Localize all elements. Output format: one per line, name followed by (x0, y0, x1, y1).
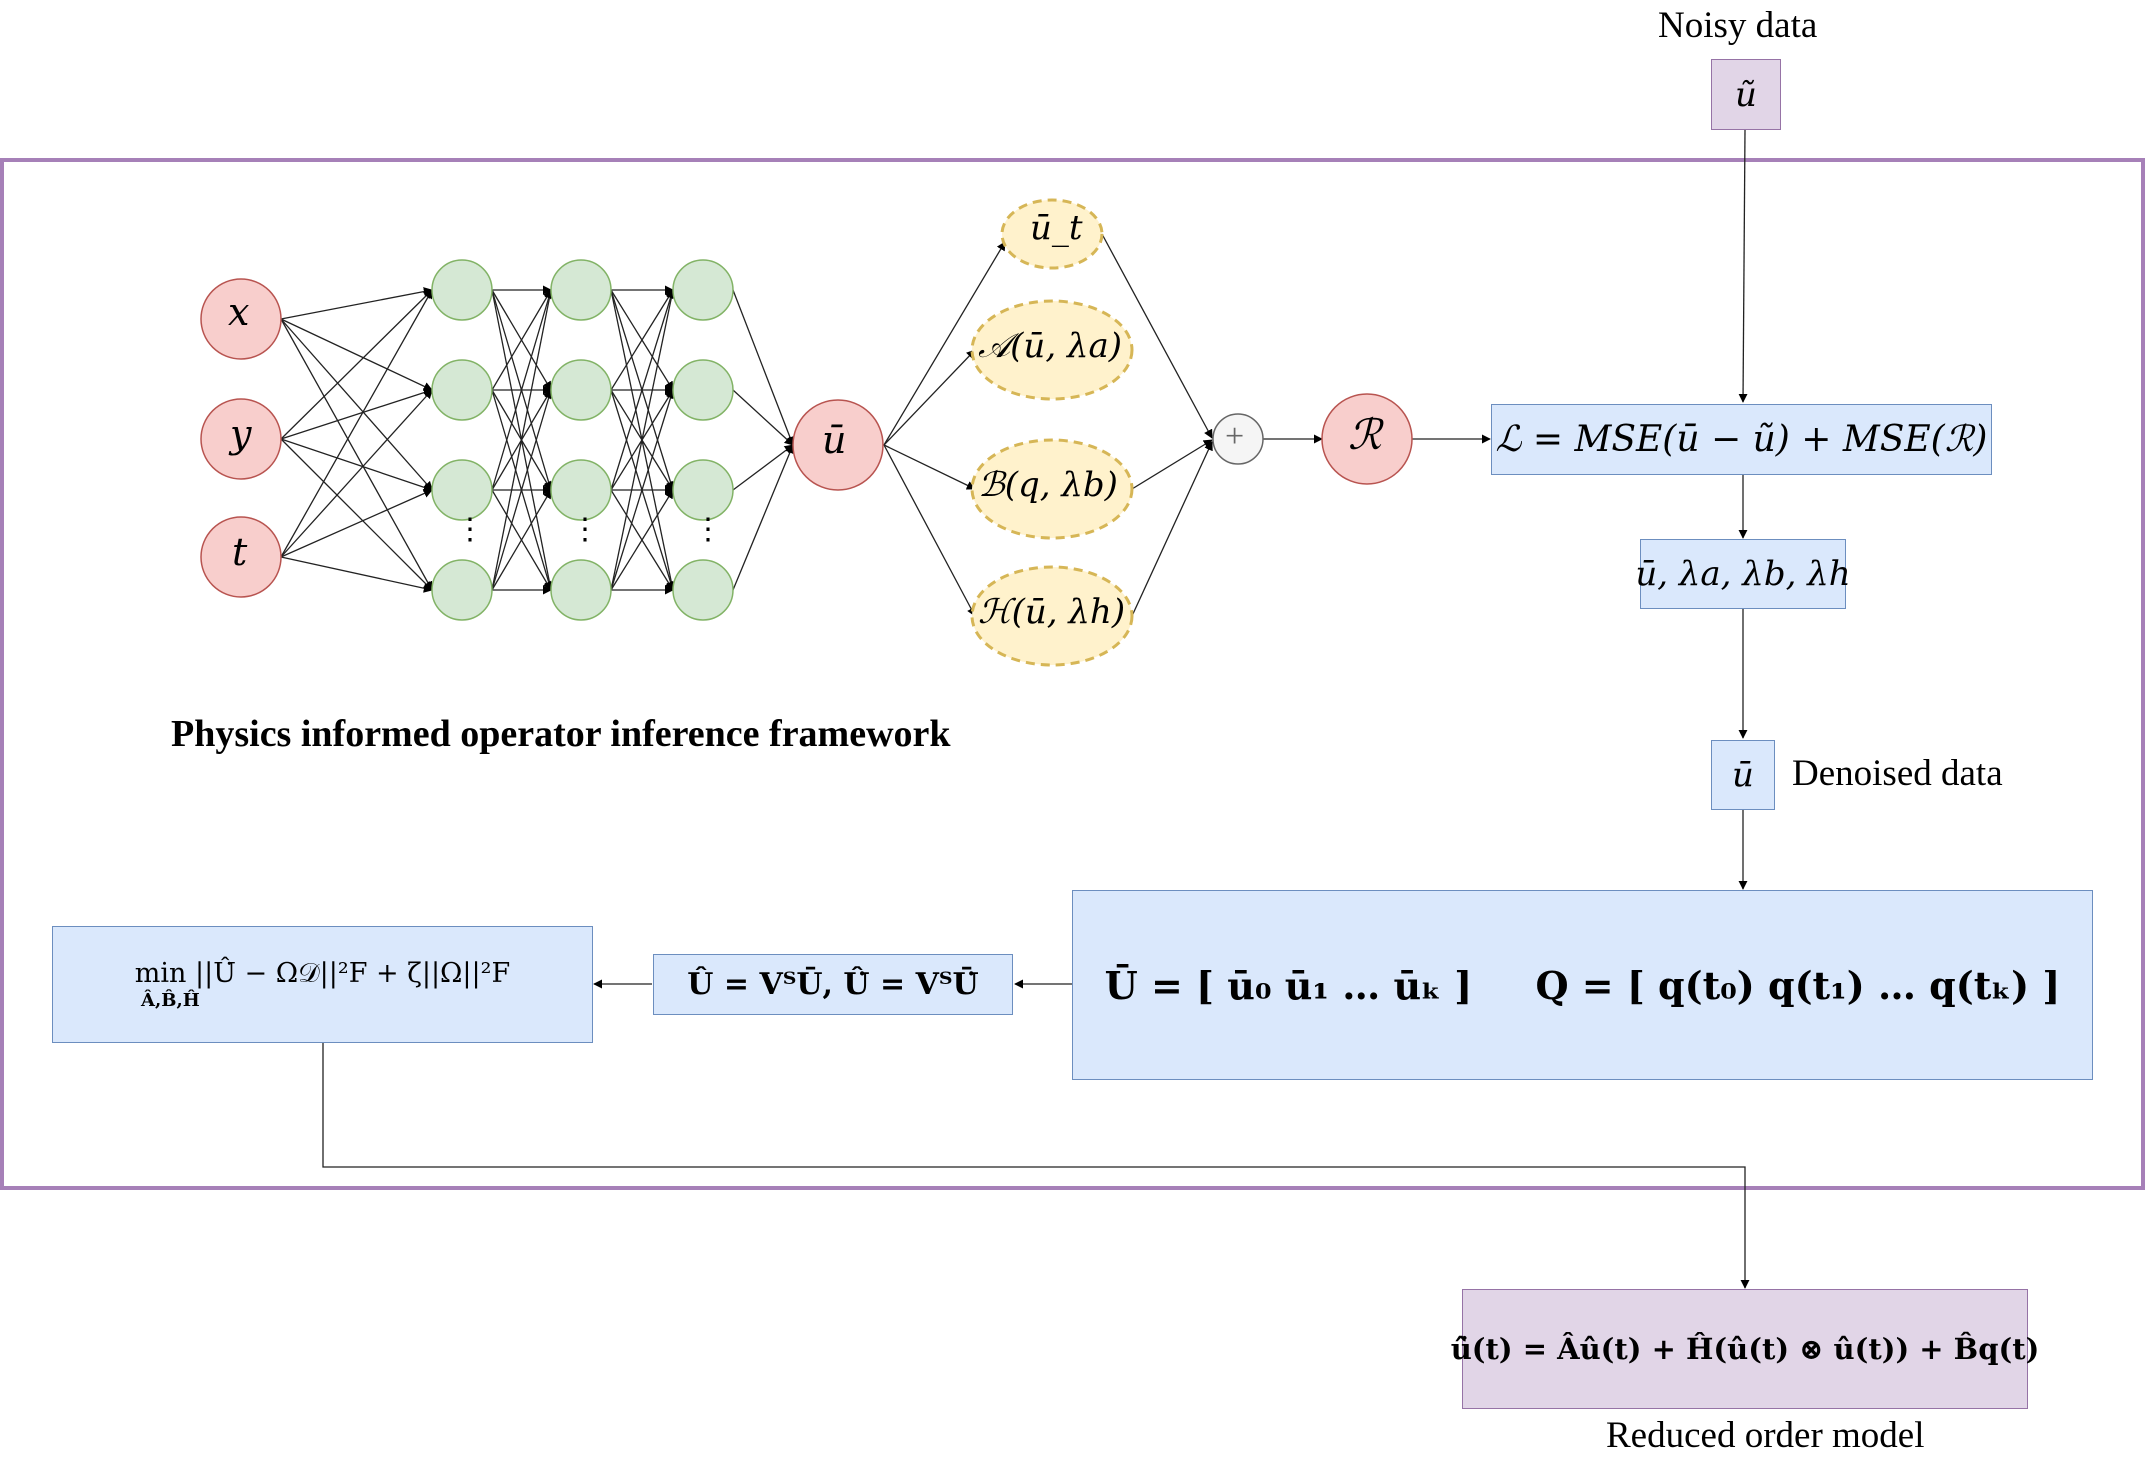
hidden-node-l1-n4 (431, 559, 493, 621)
sum-symbol: + (1225, 418, 1245, 455)
network-edge (732, 289, 795, 446)
snapshot-matrix-box: Ū = [ ū₀ ū₁ … ūₖ ] Q = [ q(t₀) q(t₁) … q… (1072, 890, 2093, 1080)
network-edge (491, 289, 554, 491)
network-nodes (200, 259, 734, 621)
hidden-node-l3-n2 (672, 359, 734, 421)
network-edges (280, 285, 795, 595)
network-edge (610, 489, 674, 591)
network-edge (280, 318, 433, 491)
B-operator-node (970, 438, 1134, 540)
optimization-box: min ||Û̇ − Ω𝒟||²F + ζ||Ω||²F Â,B̂,Ĥ (52, 926, 593, 1043)
hidden-node-l2-n2 (550, 359, 612, 421)
noisy-data-label: Noisy data (1658, 5, 1818, 46)
hidden-node-l2-n3 (550, 459, 612, 521)
A-operator-label: 𝒜(ū, λa) (978, 326, 1123, 366)
network-edge (280, 388, 433, 440)
reduced-order-model-label: Reduced order model (1606, 1415, 1925, 1456)
hidden-dots-1: ⋮ (455, 513, 485, 546)
input-y-label: y (230, 412, 252, 456)
optimization-variables: Â,B̂,Ĥ (141, 990, 200, 1011)
hidden-node-l1-n1 (431, 259, 493, 321)
ut-node (1000, 198, 1104, 270)
output-node (792, 399, 884, 491)
derivative-edges (883, 233, 1491, 617)
input-node-x (200, 278, 282, 360)
hidden-node-l3-n4 (672, 559, 734, 621)
network-edge (491, 289, 552, 391)
network-edge (280, 556, 433, 593)
residual-node (1321, 393, 1413, 485)
network-edge (280, 489, 433, 558)
network-edge (732, 444, 795, 591)
parameters-box: ū, λa, λb, λh (1635, 539, 1851, 609)
network-edge (280, 389, 433, 558)
network-edge (280, 318, 433, 391)
rom-equation-box: û̇(t) = Âû(t) + Ĥ(û(t) ⊗ û(t)) + B̂q(t) (1451, 1289, 2039, 1409)
residual-label: ℛ (1348, 410, 1382, 459)
loss-function-box: ℒ = MSE(ū − ũ) + MSE(ℛ) (1491, 404, 1992, 475)
optimization-objective: min ||Û̇ − Ω𝒟||²F + ζ||Ω||²F (134, 958, 511, 989)
network-edge (732, 389, 794, 446)
network-edge (732, 444, 794, 491)
network-edge (280, 287, 433, 320)
sum-node (1212, 413, 1264, 465)
network-edge (491, 289, 554, 591)
hidden-node-l2-n4 (550, 559, 612, 621)
ut-label: ū_t (1030, 208, 1083, 248)
network-edge (280, 438, 433, 591)
H-operator-label: ℋ(ū, λh) (978, 592, 1126, 632)
hidden-node-l1-n3 (431, 459, 493, 521)
derivative-ellipses (970, 198, 1134, 667)
input-node-y (200, 398, 282, 480)
network-edge (610, 389, 675, 591)
projection-box: Û = VᵀŪ, Û̇ = VᵀŪ̇ (653, 954, 1013, 1015)
A-operator-node (970, 299, 1134, 401)
B-operator-label: ℬ(q, λb) (978, 465, 1118, 505)
network-edge (610, 289, 674, 391)
hidden-dots-2: ⋮ (570, 513, 600, 546)
framework-frame (0, 158, 2145, 1190)
flow-arrows (322, 129, 1750, 1289)
network-edge (280, 318, 433, 591)
network-edge (491, 389, 554, 591)
framework-title: Physics informed operator inference fram… (171, 713, 951, 755)
input-x-label: x (228, 290, 250, 334)
snapshot-U-matrix: Ū = [ ū₀ ū₁ … ūₖ ] (1104, 962, 1473, 1008)
denoised-data-label: Denoised data (1792, 753, 2003, 794)
network-edge (610, 289, 675, 491)
hidden-node-l2-n1 (550, 259, 612, 321)
snapshot-Q-matrix: Q = [ q(t₀) q(t₁) … q(tₖ) ] (1535, 962, 2061, 1008)
input-node-t (200, 516, 282, 598)
denoised-data-box: ū (1711, 740, 1775, 810)
H-operator-node (970, 565, 1134, 667)
network-edge (610, 289, 676, 591)
network-edge (280, 289, 433, 440)
network-edge (280, 438, 433, 492)
hidden-node-l1-n2 (431, 359, 493, 421)
network-edge (280, 289, 433, 558)
hidden-node-l3-n3 (672, 459, 734, 521)
hidden-dots-3: ⋮ (693, 513, 723, 546)
noisy-data-box: ũ (1711, 59, 1781, 130)
input-t-label: t (232, 530, 248, 574)
hidden-node-l3-n1 (672, 259, 734, 321)
output-node-label: ū (822, 418, 847, 462)
network-edge (491, 489, 552, 591)
